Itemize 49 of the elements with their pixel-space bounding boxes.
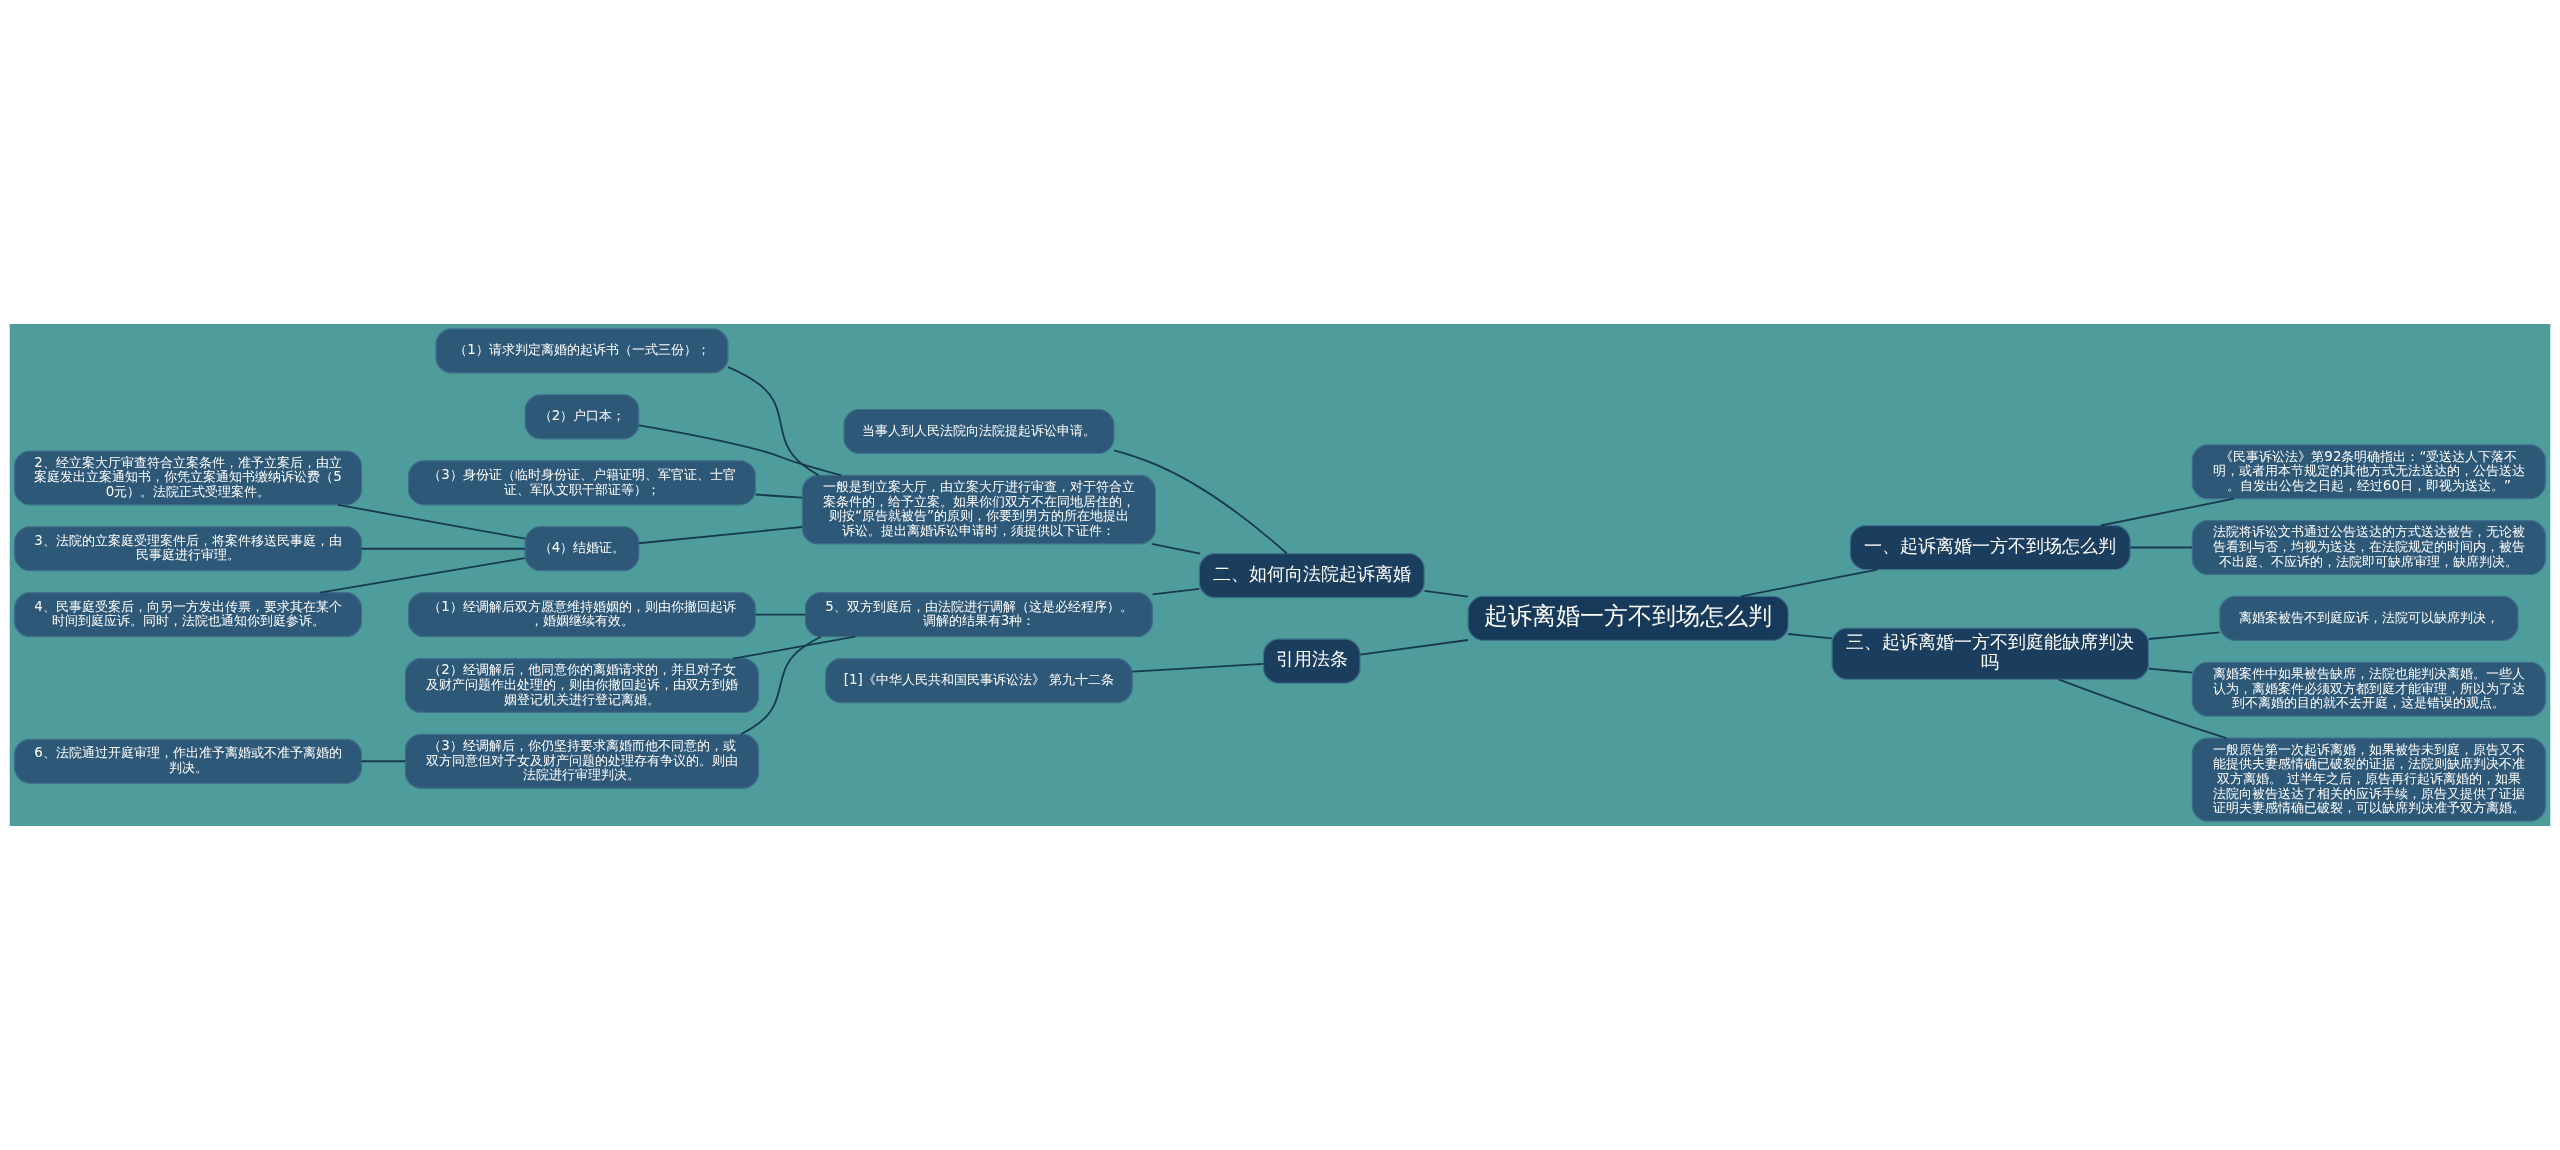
connector	[360, 547, 526, 550]
node-box: 6、法院通过开庭审理，作出准予离婚或不准予离婚的判决。	[14, 738, 363, 784]
connector	[637, 526, 804, 545]
node-box: 引用法条	[1262, 638, 1361, 684]
connector	[336, 503, 527, 540]
connector	[1359, 639, 1469, 656]
connector	[1740, 568, 1879, 598]
connector	[1423, 589, 1469, 598]
connector	[754, 613, 807, 616]
node-box: 4、民事庭受案后，向另一方发出传票，要求其在某个时间到庭应诉。同时，法院也通知你到庭参诉。	[14, 592, 363, 638]
node-box: 三、起诉离婚一方不到庭能缺席判决吗	[1831, 627, 2150, 681]
connector	[1151, 587, 1201, 596]
connector	[637, 424, 842, 477]
connector	[319, 557, 526, 594]
connector	[731, 635, 856, 660]
connector	[1131, 662, 1265, 673]
node-box: 3、法院的立案庭受理案件后，将案件移送民事庭，由民事庭进行审理。	[14, 526, 363, 572]
connector	[2129, 546, 2194, 549]
node-box: （1）经调解后双方愿意维持婚姻的，则由你撤回起诉，婚姻继续有效。	[407, 592, 756, 638]
node-box: 2、经立案大厅审查符合立案条件，准予立案后，由立案庭发出立案通知书，你凭立案通知书缴纳诉讼费（50元）。法院正式受理案件。	[14, 450, 363, 506]
connector	[740, 635, 822, 736]
node-box: 二、如何向法院起诉离婚	[1198, 553, 1425, 599]
node-box: 离婚案件中如果被告缺席，法院也能判决离婚。一些人认为，离婚案件必须双方都到庭才能审理，所以为了达到不离婚的目的就不去开庭，这是错误的观点。	[2191, 661, 2546, 717]
node-box: 一、起诉离婚一方不到场怎么判	[1849, 524, 2131, 571]
node-box: 5、双方到庭后，由法院进行调解（这是必经程序）。调解的结果有3种：	[804, 592, 1153, 638]
node-box: 《民事诉讼法》第92条明确指出：“受送达人下落不明，或者用本节规定的其他方式无法送达的，公告送达。自发出公告之日起，经过60日，即视为送达。”	[2191, 444, 2546, 500]
node-box: 离婚案被告不到庭应诉，法院可以缺席判决，	[2219, 595, 2519, 641]
connector	[2099, 497, 2235, 527]
connector	[2147, 631, 2221, 640]
node-box: （4）结婚证。	[524, 526, 640, 572]
node-box: 一般原告第一次起诉离婚，如果被告未到庭，原告又不能提供夫妻感情确已破裂的证据，法院则缺席判决不准双方离婚。 过半年之后，原告再行起诉离婚的，如果法院向被告送达了相关的应诉手续，原告又提供了证据证明夫妻感情确已破裂，可以缺席判决准予双方离婚。	[2191, 737, 2546, 822]
node-box: （3）经调解后，你仍坚持要求离婚而他不同意的，或双方同意但对子女及财产问题的处理存有争议的。则由法院进行审理判决。	[404, 733, 760, 789]
connector	[1787, 633, 1833, 640]
node-box: 起诉离婚一方不到场怎么判	[1467, 595, 1789, 641]
connector	[1150, 542, 1202, 555]
connector	[1113, 449, 1288, 555]
connector	[2147, 667, 2193, 674]
node-box: 一般是到立案大厅，由立案大厅进行审查，对于符合立案条件的，给予立案。如果你们双方不在同地居住的，则按“原告就被告”的原则，你要到男方的所在地提出诉讼。提出离婚诉讼申请时，须提供以下证件：	[801, 474, 1157, 545]
node-box: （3）身份证（临时身份证、户籍证明、军官证、士官证、军队文职干部证等）；	[407, 460, 756, 506]
node-box: （2）户口本；	[524, 394, 640, 440]
node-box: （1）请求判定离婚的起诉书（一式三份）；	[435, 328, 729, 374]
node-box: [1]《中华人民共和国民事诉讼法》 第九十二条	[825, 658, 1133, 704]
connector	[2058, 678, 2228, 739]
node-box: 法院将诉讼文书通过公告送达的方式送达被告，无论被告看到与否，均视为送达，在法院规定的时间内，被告不出庭、不应诉的，法院即可缺席审理，缺席判决。	[2191, 520, 2546, 575]
node-box: （2）经调解后，他同意你的离婚请求的，并且对子女及财产问题作出处理的，则由你撤回起诉，由双方到婚姻登记机关进行登记离婚。	[404, 658, 760, 713]
connector	[727, 366, 820, 477]
connector	[360, 760, 407, 763]
node-box: 当事人到人民法院向法院提起诉讼申请。	[843, 408, 1115, 455]
connector	[754, 493, 804, 499]
